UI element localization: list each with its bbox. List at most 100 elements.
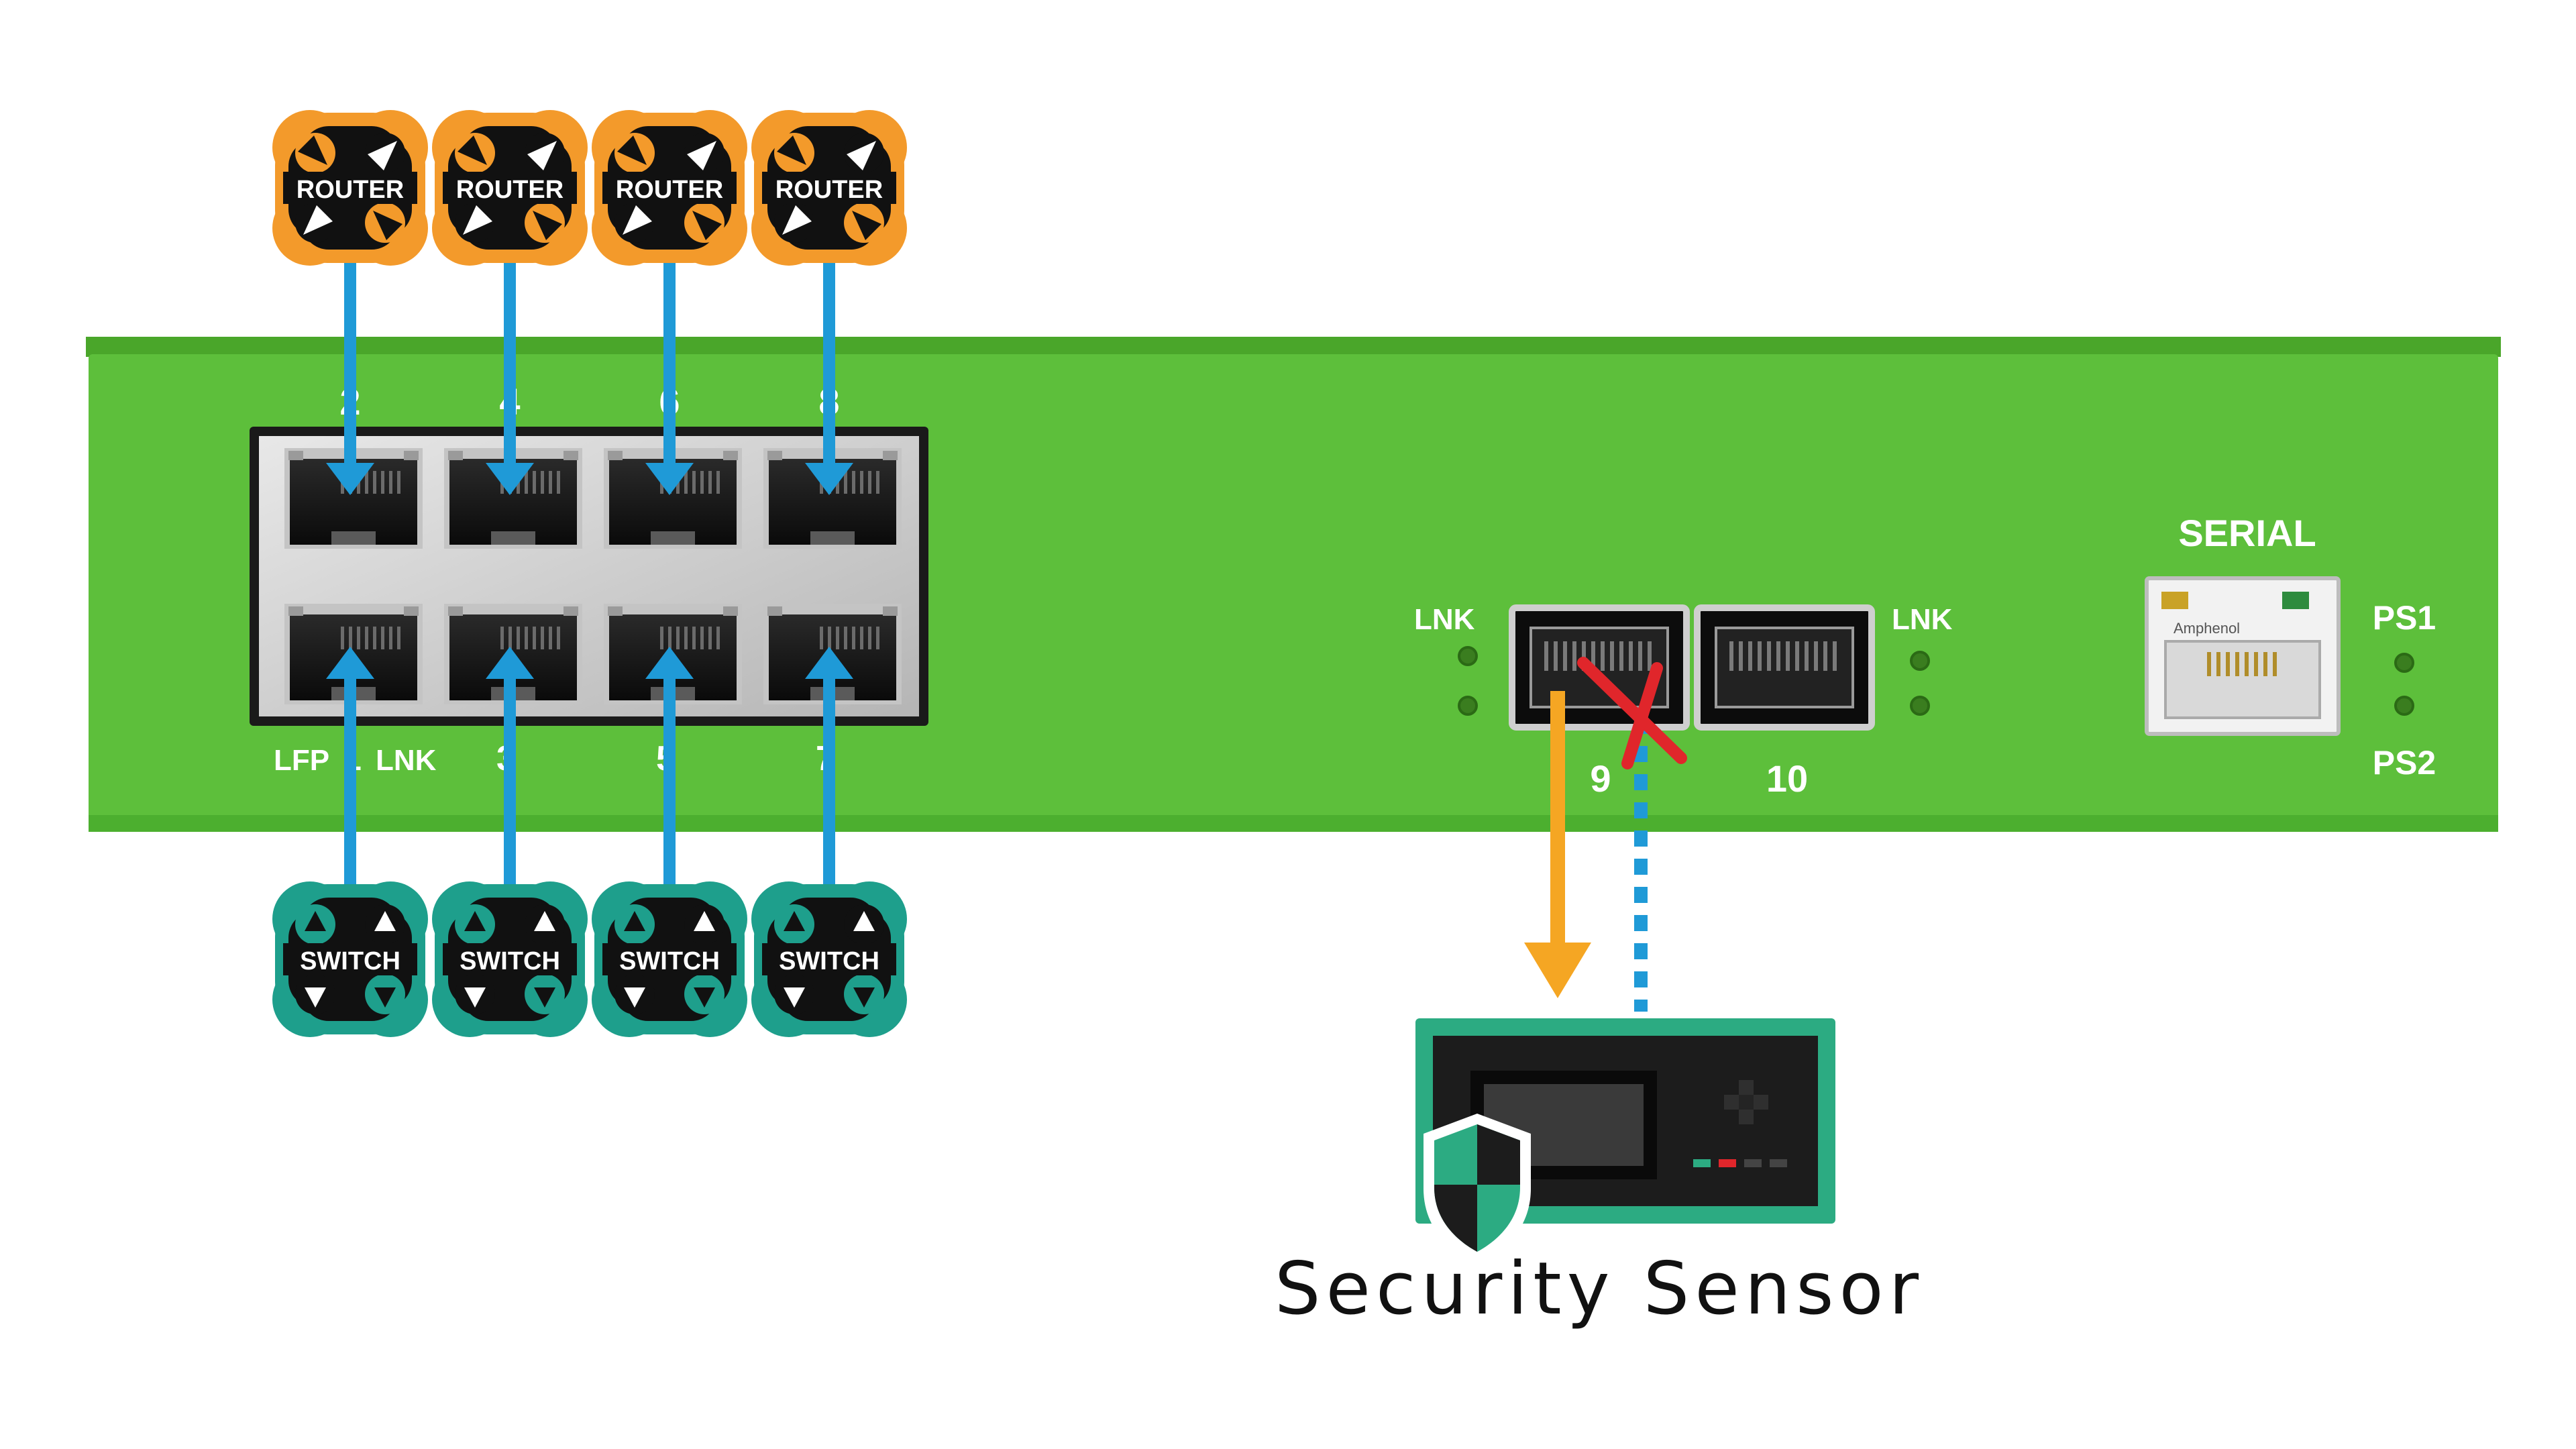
sfp-contact	[1648, 641, 1652, 671]
sfp-left-led-top	[1458, 646, 1478, 666]
switch-icon-label: SWITCH	[779, 947, 879, 975]
switch-to-port-arrow	[486, 647, 534, 912]
switch-icon: SWITCH	[272, 881, 428, 1037]
sfp-contact	[1554, 641, 1558, 671]
shield-icon	[1424, 1114, 1531, 1267]
sensor-led-off-1	[1744, 1159, 1762, 1167]
sfp-right-led-top	[1910, 651, 1930, 671]
serial-pin	[2254, 652, 2258, 676]
blocked-x-mark	[1577, 657, 1687, 769]
chassis-bottom-shade	[89, 815, 2498, 832]
serial-led-left	[2161, 592, 2188, 609]
router-icons: ROUTER ROUTER ROUTER ROUTER	[272, 110, 907, 266]
sfp-contact	[1805, 641, 1809, 671]
serial-pin	[2245, 652, 2249, 676]
link-arrows	[326, 255, 853, 912]
serial-port-opening	[2164, 640, 2321, 719]
device-chassis: 2 4 6 8 LFP 1 LNK 3 5 7 LNK LNK 9 10	[86, 337, 2501, 832]
sfp-right-led-bottom	[1910, 696, 1930, 716]
serial-pin	[2207, 652, 2211, 676]
serial-port-area: SERIAL Amphenol	[2145, 512, 2341, 736]
switch-to-port-arrow	[645, 647, 694, 912]
sfp-port-number-10: 10	[1766, 757, 1808, 800]
sfp-contact	[1823, 641, 1827, 671]
sfp-contact	[1610, 641, 1614, 671]
security-sensor: Security Sensor	[1275, 1018, 1924, 1331]
ps2-label: PS2	[2373, 744, 2436, 782]
router-icon: ROUTER	[272, 110, 428, 266]
sensor-dpad-icon	[1724, 1080, 1768, 1124]
switch-icon: SWITCH	[432, 881, 588, 1037]
router-icon: ROUTER	[592, 110, 747, 266]
sfp-contact	[1572, 641, 1576, 671]
sfp-contact	[1591, 641, 1595, 671]
sfp-left-led-bottom	[1458, 696, 1478, 716]
router-to-port-arrow	[645, 255, 694, 495]
sfp-contact	[1748, 641, 1752, 671]
lnk-label-bank: LNK	[376, 744, 437, 777]
sfp-contact	[1563, 641, 1567, 671]
sensor-caption: Security Sensor	[1275, 1247, 1924, 1331]
sfp-contact	[1619, 641, 1623, 671]
switch-to-port-arrow	[805, 647, 853, 912]
x-stroke-2	[1621, 662, 1663, 769]
router-to-port-arrow	[486, 255, 534, 495]
sfp-contact	[1833, 641, 1837, 671]
sfp-right-lnk-label: LNK	[1892, 603, 1953, 636]
serial-pin	[2263, 652, 2267, 676]
sfp-contact	[1601, 641, 1605, 671]
sfp-left-lnk-label: LNK	[1414, 603, 1475, 636]
serial-led-right	[2282, 592, 2309, 609]
sfp-port-number-9: 9	[1590, 757, 1611, 800]
sfp-contact	[1795, 641, 1799, 671]
ps1-led	[2394, 653, 2414, 673]
switch-icon-label: SWITCH	[300, 947, 400, 975]
sensor-led-green	[1693, 1159, 1711, 1167]
router-icon-label: ROUTER	[775, 176, 883, 204]
mirror-arrow-head	[1524, 943, 1591, 998]
router-to-port-arrow	[805, 255, 853, 495]
sfp-contact	[1729, 641, 1733, 671]
sfp-contact	[1739, 641, 1743, 671]
serial-pin	[2235, 652, 2239, 676]
switch-icon-label: SWITCH	[460, 947, 560, 975]
sensor-led-off-2	[1770, 1159, 1787, 1167]
lfp-label: LFP	[274, 744, 329, 777]
sfp-contact	[1638, 641, 1642, 671]
sfp-contact	[1767, 641, 1771, 671]
sfp-contact	[1582, 641, 1586, 671]
rj45-port	[763, 448, 902, 549]
serial-pin	[2216, 652, 2220, 676]
serial-label: SERIAL	[2178, 512, 2316, 554]
ps2-led	[2394, 696, 2414, 716]
switch-icon: SWITCH	[751, 881, 907, 1037]
sfp-port-10-cage	[1715, 627, 1854, 708]
rj45-port-bank	[250, 427, 928, 726]
sensor-led-red	[1719, 1159, 1736, 1167]
switch-icons: SWITCH SWITCH SWITCH SWITCH	[272, 881, 907, 1037]
switch-icon: SWITCH	[592, 881, 747, 1037]
router-icon-label: ROUTER	[297, 176, 404, 204]
serial-connector-brand: Amphenol	[2174, 620, 2240, 637]
router-icon: ROUTER	[432, 110, 588, 266]
router-icon-label: ROUTER	[616, 176, 723, 204]
switch-to-port-arrow	[326, 647, 374, 912]
switch-icon-label: SWITCH	[619, 947, 720, 975]
chassis-top-strip	[86, 337, 2501, 357]
sfp-contact	[1776, 641, 1780, 671]
ps1-label: PS1	[2373, 599, 2436, 637]
router-icon-label: ROUTER	[456, 176, 564, 204]
rj45-port	[284, 448, 423, 549]
serial-pin	[2273, 652, 2277, 676]
serial-pin	[2226, 652, 2230, 676]
sfp-contact	[1544, 641, 1548, 671]
router-icon: ROUTER	[751, 110, 907, 266]
x-stroke-1	[1577, 657, 1687, 764]
sfp-contact	[1758, 641, 1762, 671]
sfp-contact	[1786, 641, 1790, 671]
sfp-contact	[1814, 641, 1818, 671]
blocked-return-path	[1577, 657, 1687, 1012]
router-to-port-arrow	[326, 255, 374, 495]
